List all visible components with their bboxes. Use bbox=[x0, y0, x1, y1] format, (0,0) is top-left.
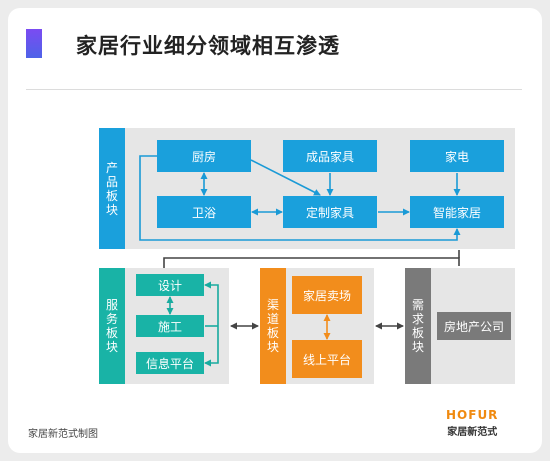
channel-section-label-text: 渠道板块 bbox=[266, 298, 279, 354]
service-section-label: 服务板块 bbox=[99, 268, 125, 384]
bath-box: 卫浴 bbox=[157, 196, 251, 228]
smart-home-box: 智能家居 bbox=[410, 196, 504, 228]
furniture-box: 成品家具 bbox=[283, 140, 377, 172]
design-box: 设计 bbox=[136, 274, 204, 296]
info-platform-box: 信息平台 bbox=[136, 352, 204, 374]
demand-section-label-text: 需求板块 bbox=[411, 298, 424, 354]
brand-logo: HOFUR 家居新范式 bbox=[446, 408, 498, 438]
source-caption: 家居新范式制图 bbox=[28, 429, 98, 440]
kitchen-box: 厨房 bbox=[157, 140, 251, 172]
home-store-box: 家居卖场 bbox=[292, 276, 362, 314]
construction-box: 施工 bbox=[136, 315, 204, 337]
title-accent-bar bbox=[26, 29, 42, 58]
title-divider bbox=[26, 89, 522, 90]
brand-logo-cn: 家居新范式 bbox=[447, 427, 498, 438]
product-section-label: 产品板块 bbox=[99, 128, 125, 249]
appliance-box: 家电 bbox=[410, 140, 504, 172]
brand-logo-en: HOFUR bbox=[446, 408, 499, 422]
service-section-label-text: 服务板块 bbox=[105, 298, 118, 354]
page-title: 家居行业细分领域相互渗透 bbox=[76, 34, 340, 58]
channel-section-label: 渠道板块 bbox=[260, 268, 286, 384]
demand-section-label: 需求板块 bbox=[405, 268, 431, 384]
real-estate-box: 房地产公司 bbox=[437, 312, 511, 340]
online-platform-box: 线上平台 bbox=[292, 340, 362, 378]
product-section-label-text: 产品板块 bbox=[105, 160, 118, 217]
custom-furniture-box: 定制家具 bbox=[283, 196, 377, 228]
